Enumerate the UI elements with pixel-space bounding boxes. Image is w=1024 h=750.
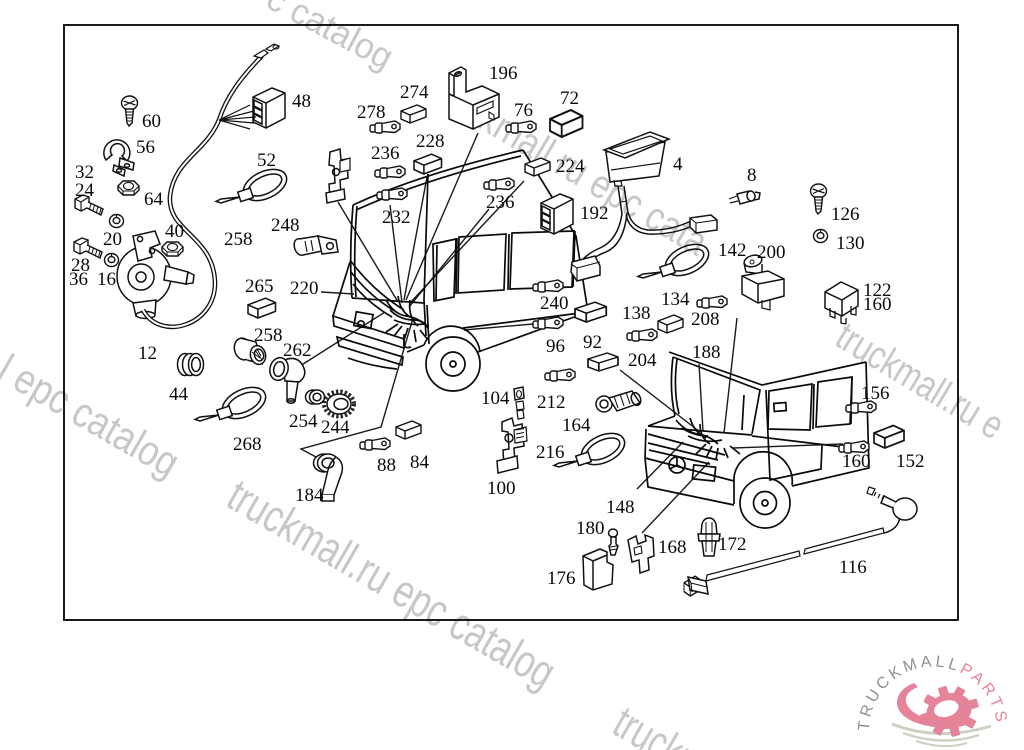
svg-text:148: 148	[606, 497, 635, 518]
svg-text:160: 160	[842, 451, 871, 472]
svg-text:126: 126	[831, 204, 860, 225]
svg-text:84: 84	[410, 452, 430, 473]
svg-text:172: 172	[718, 534, 747, 555]
svg-text:236: 236	[486, 192, 515, 213]
svg-text:180: 180	[576, 518, 605, 539]
svg-text:32: 32	[75, 162, 94, 183]
svg-text:265: 265	[245, 276, 274, 297]
svg-text:184: 184	[295, 485, 324, 506]
svg-text:16: 16	[97, 269, 116, 290]
svg-text:44: 44	[169, 384, 189, 405]
svg-text:228: 228	[416, 131, 445, 152]
svg-text:48: 48	[292, 91, 311, 112]
svg-text:28: 28	[71, 255, 90, 276]
svg-text:216: 216	[536, 442, 565, 463]
svg-text:92: 92	[583, 332, 602, 353]
svg-text:52: 52	[257, 150, 276, 171]
svg-text:56: 56	[136, 137, 155, 158]
svg-text:192: 192	[580, 203, 609, 224]
svg-text:88: 88	[377, 455, 396, 476]
svg-text:40: 40	[165, 221, 184, 242]
svg-text:100: 100	[487, 478, 516, 499]
svg-text:24: 24	[75, 180, 95, 201]
svg-text:204: 204	[628, 350, 657, 371]
svg-text:104: 104	[481, 388, 510, 409]
svg-text:168: 168	[658, 537, 687, 558]
svg-text:72: 72	[560, 88, 579, 109]
svg-text:142: 142	[718, 240, 747, 261]
svg-text:160: 160	[863, 294, 892, 315]
svg-text:262: 262	[283, 340, 312, 361]
svg-text:20: 20	[103, 229, 122, 250]
svg-text:60: 60	[142, 111, 161, 132]
svg-text:96: 96	[546, 336, 565, 357]
svg-text:188: 188	[692, 342, 721, 363]
svg-text:240: 240	[540, 293, 569, 314]
svg-text:122: 122	[863, 280, 892, 301]
svg-text:64: 64	[144, 189, 164, 210]
svg-text:116: 116	[839, 557, 867, 578]
svg-text:76: 76	[514, 100, 533, 121]
svg-text:274: 274	[400, 82, 429, 103]
svg-text:152: 152	[896, 451, 925, 472]
svg-text:254: 254	[289, 411, 318, 432]
svg-text:278: 278	[357, 102, 386, 123]
svg-text:8: 8	[747, 165, 757, 186]
svg-text:268: 268	[233, 434, 262, 455]
svg-text:244: 244	[321, 417, 350, 438]
svg-text:208: 208	[691, 309, 720, 330]
svg-text:224: 224	[556, 156, 585, 177]
svg-text:196: 196	[489, 63, 518, 84]
svg-text:258: 258	[254, 325, 283, 346]
svg-text:258: 258	[224, 229, 253, 250]
svg-text:236: 236	[371, 143, 400, 164]
svg-text:36: 36	[69, 269, 88, 290]
svg-text:164: 164	[562, 415, 591, 436]
svg-text:176: 176	[547, 568, 576, 589]
svg-text:130: 130	[836, 233, 865, 254]
svg-text:12: 12	[138, 343, 157, 364]
svg-text:200: 200	[757, 242, 786, 263]
svg-text:4: 4	[673, 154, 683, 175]
svg-text:134: 134	[661, 289, 690, 310]
svg-text:232: 232	[382, 207, 411, 228]
svg-text:248: 248	[271, 215, 300, 236]
svg-text:138: 138	[622, 303, 651, 324]
svg-text:212: 212	[537, 392, 566, 413]
svg-text:156: 156	[861, 383, 890, 404]
svg-text:220: 220	[290, 278, 319, 299]
